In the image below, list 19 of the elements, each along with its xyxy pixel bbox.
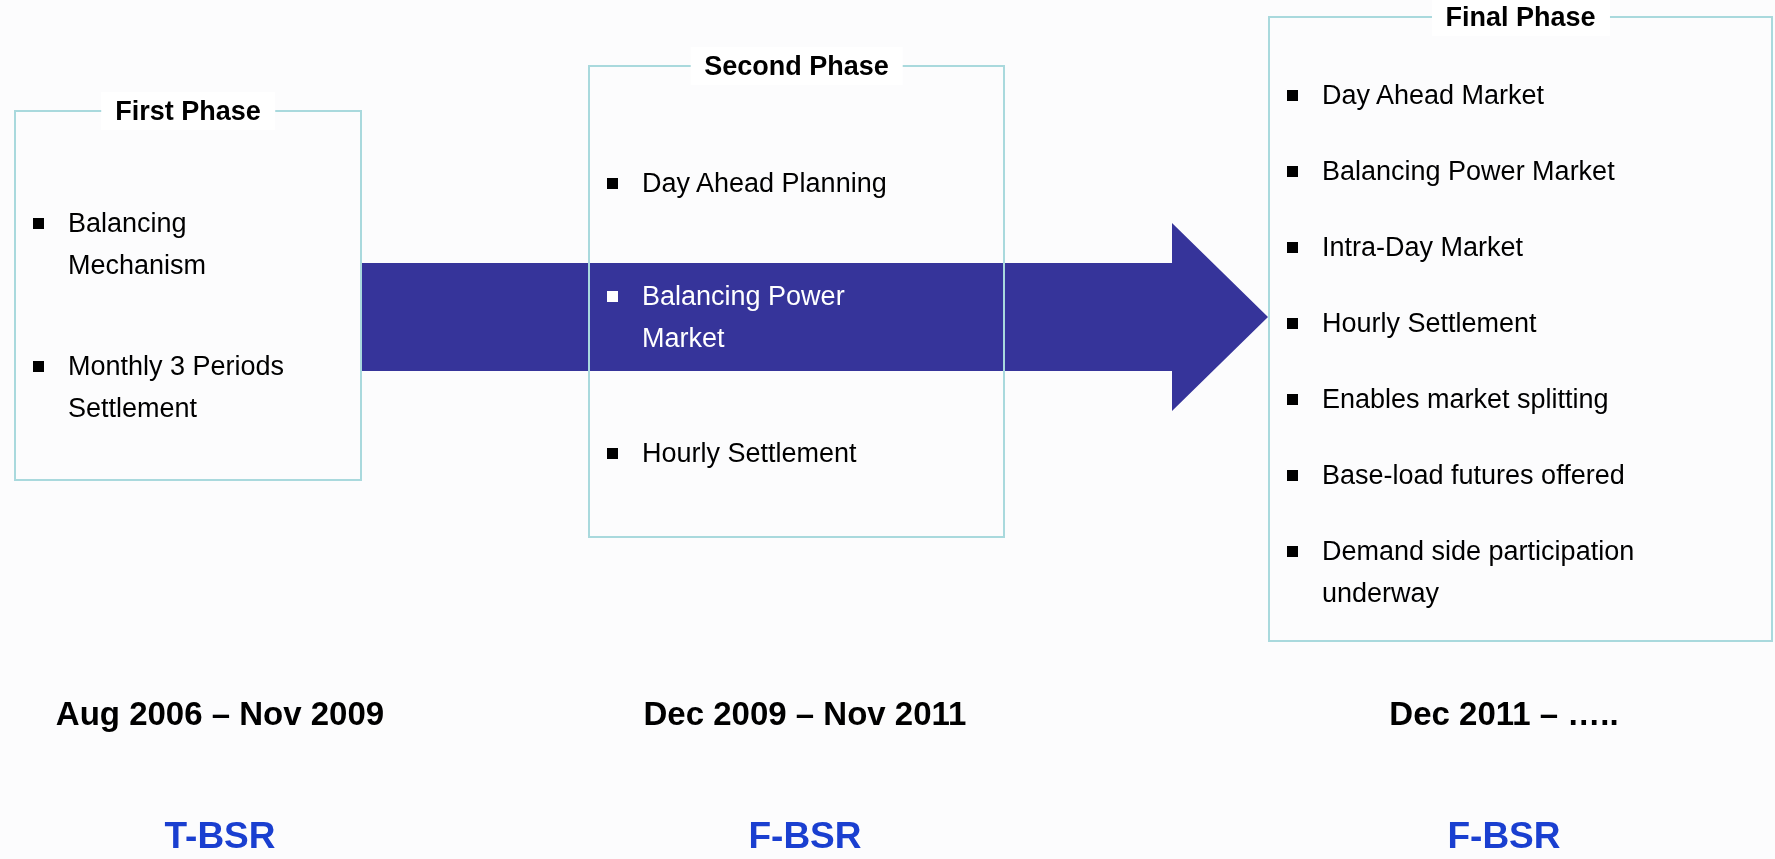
date-range: Aug 2006 – Nov 2009: [55, 695, 385, 733]
bullet-item: Balancing Power Market: [1270, 150, 1740, 192]
bullet-item: Demand side participation underway: [1270, 530, 1740, 614]
bullet-item: Day Ahead Market: [1270, 74, 1740, 116]
scheme-name: F-BSR: [748, 815, 862, 857]
bullet-item: Base-load futures offered: [1270, 454, 1740, 496]
bullet-item: Hourly Settlement: [1270, 302, 1740, 344]
bullet-item: Hourly Settlement: [590, 432, 920, 474]
bullet-item: Intra-Day Market: [1270, 226, 1740, 268]
bullet-item: Day Ahead Planning: [590, 162, 920, 204]
bullet-item: Enables market splitting: [1270, 378, 1740, 420]
scheme-name: T-BSR: [164, 815, 276, 857]
timeline-arrow: [362, 223, 1268, 411]
bullet-item: Monthly 3 Periods Settlement: [16, 345, 326, 429]
bullet-item: Balancing Mechanism: [16, 202, 326, 286]
bullet-item: Balancing Power Market: [590, 275, 920, 359]
date-range: Dec 2009 – Nov 2011: [643, 695, 967, 733]
date-range: Dec 2011 – …..: [1389, 695, 1619, 733]
scheme-name: F-BSR: [1447, 815, 1561, 857]
